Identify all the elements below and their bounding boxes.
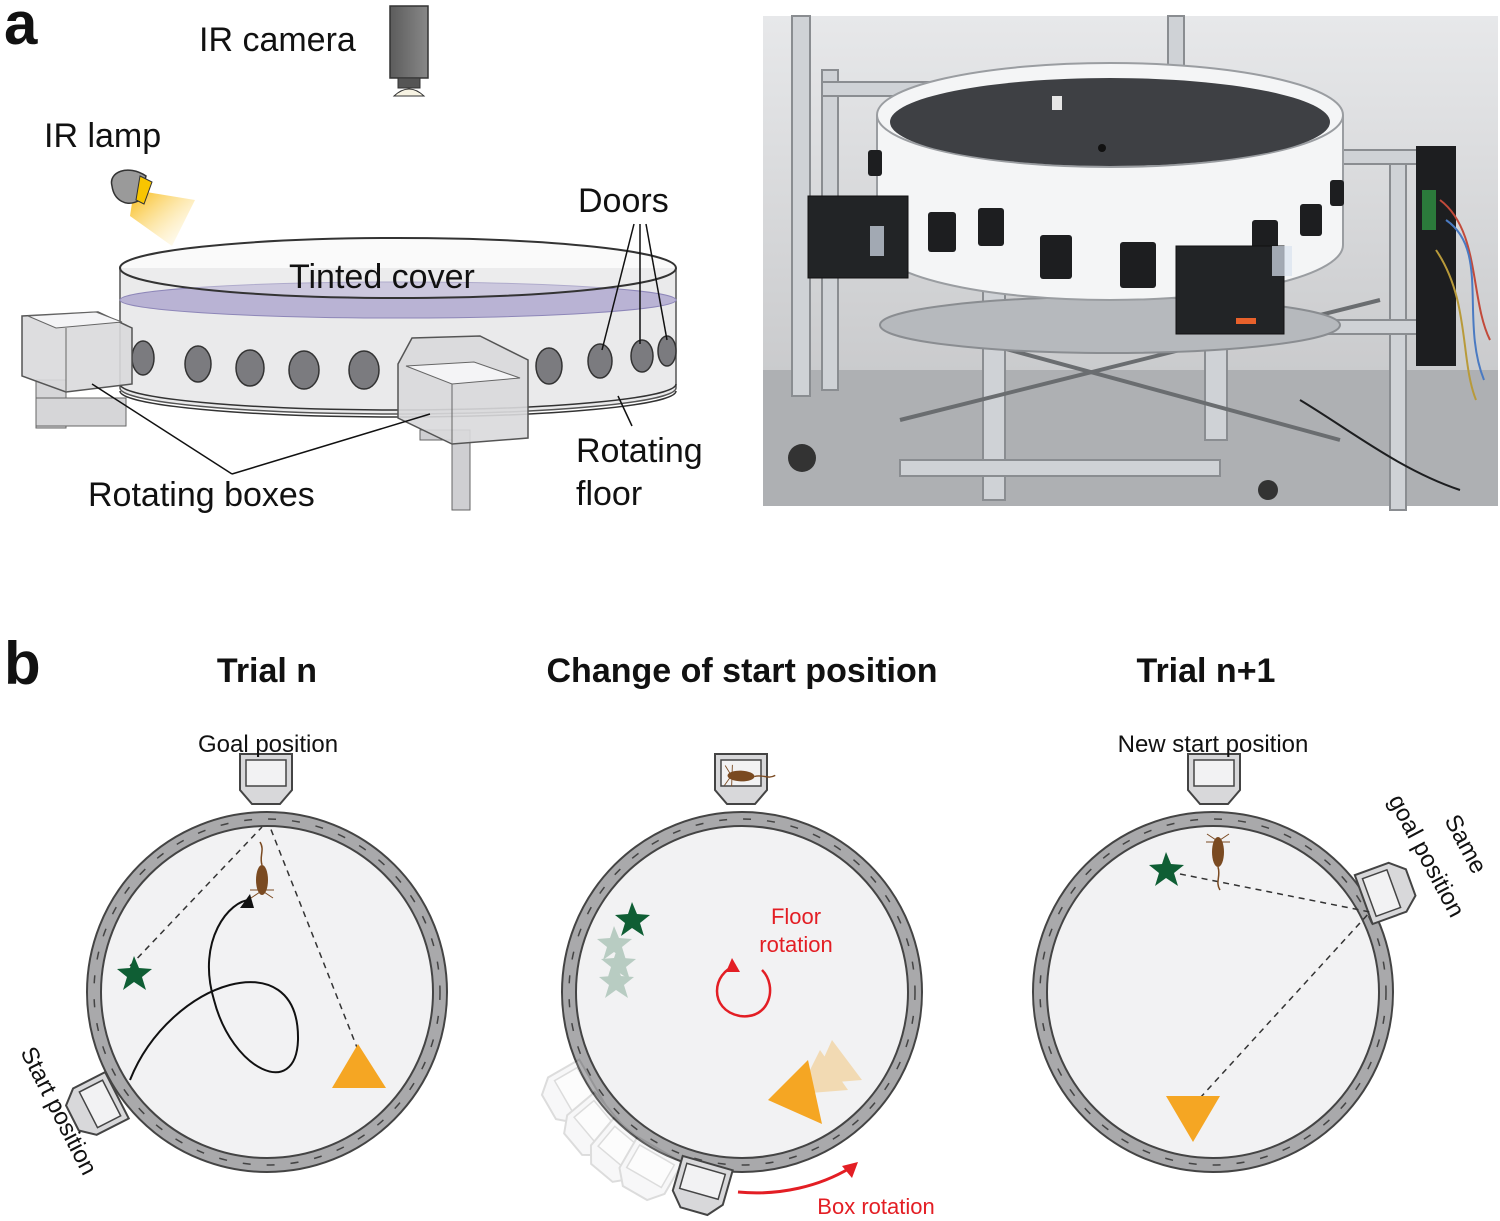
trial-n-title: Trial n xyxy=(217,652,317,690)
boxes-callout-lines xyxy=(91,383,431,475)
floor-callout-line xyxy=(617,395,633,427)
apparatus-photo xyxy=(763,15,1498,511)
goal-position-label: Goal position xyxy=(198,731,338,758)
ir-camera-label: IR camera xyxy=(199,21,356,59)
new-start-position-label: New start position xyxy=(1118,731,1309,758)
arena-schematic xyxy=(21,237,677,511)
floor-rotation-label-line2: rotation xyxy=(759,932,832,957)
triangle-landmark xyxy=(1166,1096,1220,1142)
floor-rotation-arrow xyxy=(715,964,772,1018)
panel-a-letter: a xyxy=(4,0,38,57)
change-title: Change of start position xyxy=(547,652,938,690)
trial-n1-title: Trial n+1 xyxy=(1137,652,1276,690)
doors-label: Doors xyxy=(578,182,669,220)
start-box xyxy=(1187,753,1241,805)
triangle-landmark xyxy=(768,1060,822,1124)
ir-lamp-label: IR lamp xyxy=(44,117,161,155)
goal-box xyxy=(239,753,293,805)
triangle-landmark xyxy=(332,1044,386,1088)
ir-lamp-icon xyxy=(110,169,195,246)
arena-trial-n1 xyxy=(1032,753,1421,1173)
star-landmark xyxy=(1149,852,1184,886)
star-landmark xyxy=(615,902,650,936)
rotating-floor-label-line1: Rotating xyxy=(576,432,703,470)
box-rotation-label: Box rotation xyxy=(817,1194,934,1219)
floor-rotation-label-line1: Floor xyxy=(771,904,821,929)
arena-change xyxy=(534,753,923,1220)
rotating-floor-label-line2: floor xyxy=(576,475,642,513)
doors-callout-lines xyxy=(601,223,668,351)
tinted-cover-label: Tinted cover xyxy=(289,258,475,296)
panel-b-letter: b xyxy=(4,630,41,697)
star-landmark xyxy=(117,956,152,990)
ir-camera-icon xyxy=(389,5,429,97)
box-rotation-arrow xyxy=(737,1166,851,1195)
rotating-boxes-label: Rotating boxes xyxy=(88,476,315,514)
arena-trial-n xyxy=(59,753,448,1173)
